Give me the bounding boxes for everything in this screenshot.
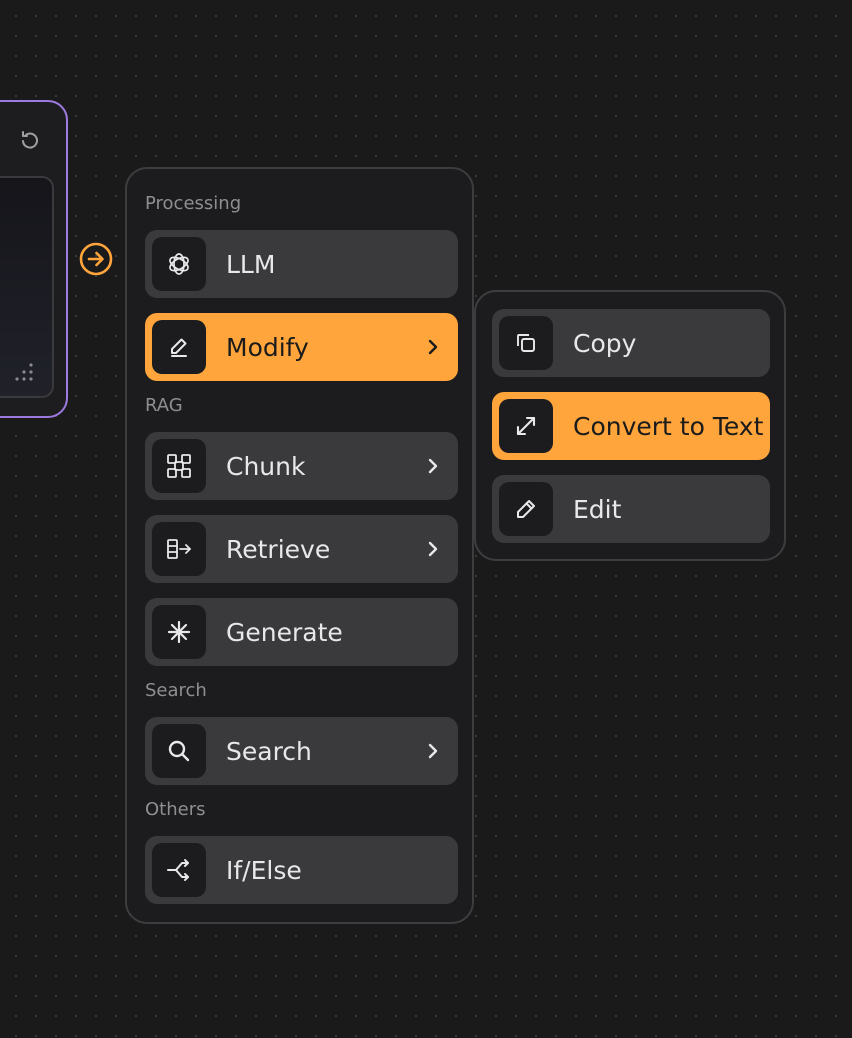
section-label-processing: Processing <box>145 193 242 214</box>
section-label-others: Others <box>145 799 206 820</box>
menu-item-retrieve[interactable]: Retrieve <box>145 515 458 583</box>
modify-submenu: Copy Convert to Text Edit <box>474 290 786 561</box>
search-icon <box>152 724 206 778</box>
retrieve-icon <box>152 522 206 576</box>
chevron-right-icon <box>422 538 444 560</box>
menu-item-label: Retrieve <box>226 534 331 564</box>
workflow-node[interactable] <box>0 100 68 418</box>
menu-item-label: Modify <box>226 332 309 362</box>
menu-item-modify[interactable]: Modify <box>145 313 458 381</box>
menu-item-label: Chunk <box>226 451 306 481</box>
submenu-item-label: Copy <box>573 328 637 358</box>
edit-pencil-icon <box>499 482 553 536</box>
submenu-item-copy[interactable]: Copy <box>492 309 770 377</box>
menu-item-if-else[interactable]: If/Else <box>145 836 458 904</box>
chevron-right-icon <box>422 740 444 762</box>
resize-grip-icon[interactable] <box>12 360 36 384</box>
connector-arrow-icon[interactable] <box>79 242 113 276</box>
menu-item-search[interactable]: Search <box>145 717 458 785</box>
sparkle-icon <box>152 605 206 659</box>
expand-arrows-icon <box>499 399 553 453</box>
chunk-grid-icon <box>152 439 206 493</box>
menu-item-label: Search <box>226 736 312 766</box>
section-label-search: Search <box>145 680 207 701</box>
menu-item-label: LLM <box>226 249 276 279</box>
submenu-item-convert-to-text[interactable]: Convert to Text <box>492 392 770 460</box>
menu-item-generate[interactable]: Generate <box>145 598 458 666</box>
menu-item-label: Generate <box>226 617 343 647</box>
refresh-icon[interactable] <box>18 128 42 152</box>
submenu-item-label: Convert to Text <box>573 411 764 441</box>
branch-icon <box>152 843 206 897</box>
chevron-right-icon <box>422 455 444 477</box>
submenu-item-edit[interactable]: Edit <box>492 475 770 543</box>
menu-item-chunk[interactable]: Chunk <box>145 432 458 500</box>
submenu-item-label: Edit <box>573 494 622 524</box>
openai-icon <box>152 237 206 291</box>
chevron-right-icon <box>422 336 444 358</box>
copy-icon <box>499 316 553 370</box>
node-type-menu: Processing LLM Modify RAG <box>125 167 474 924</box>
section-label-rag: RAG <box>145 395 183 416</box>
node-input-area[interactable] <box>0 176 54 398</box>
menu-item-llm[interactable]: LLM <box>145 230 458 298</box>
menu-item-label: If/Else <box>226 855 302 885</box>
pencil-icon <box>152 320 206 374</box>
